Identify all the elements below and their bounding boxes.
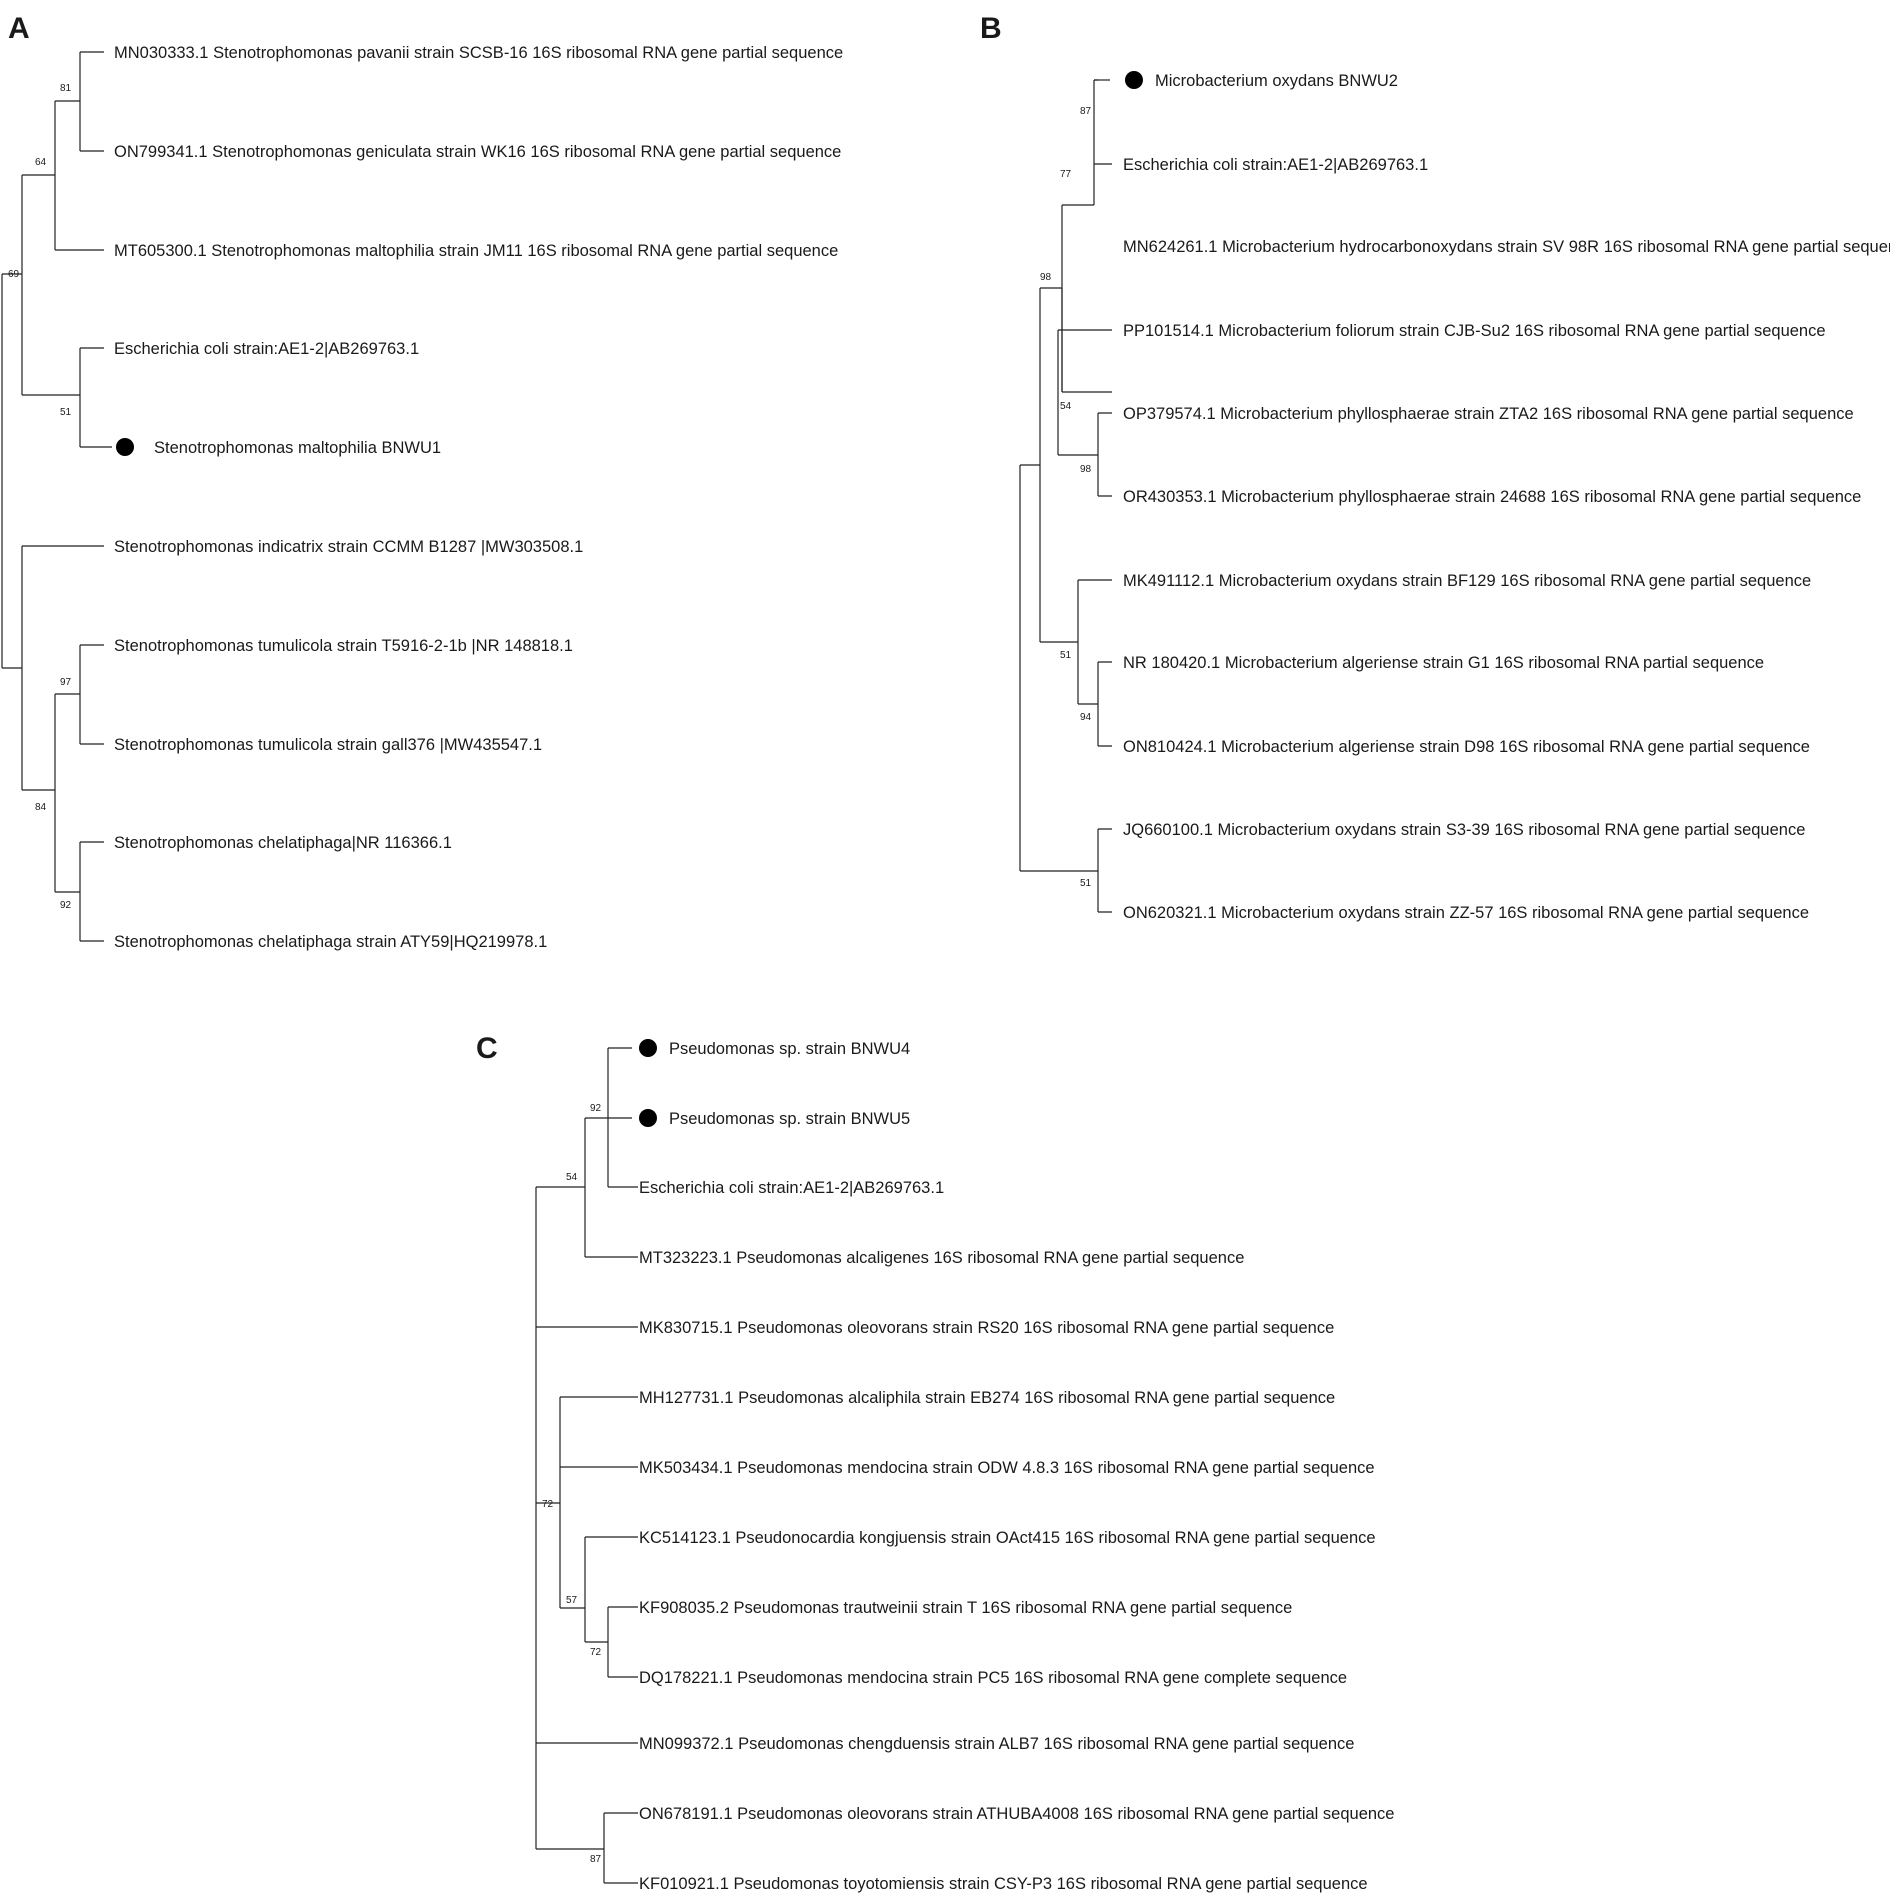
leaf-label-b-7: NR 180420.1 Microbacterium algeriense st… — [1123, 654, 1764, 672]
bootstrap-b-77: 77 — [1060, 169, 1072, 180]
bootstrap-b-51-bottom: 51 — [1080, 878, 1092, 889]
panel-label-b: B — [980, 12, 1002, 45]
leaf-label-c-10: MN099372.1 Pseudomonas chengduensis stra… — [639, 1735, 1354, 1753]
branch-c-92 — [607, 1047, 638, 1188]
bootstrap-b-94: 94 — [1080, 712, 1092, 723]
marker-c-bnwu4 — [639, 1039, 657, 1057]
leaf-label-b-8: ON810424.1 Microbacterium algeriense str… — [1123, 738, 1810, 756]
branch-c-root — [535, 1186, 638, 1850]
leaf-label-b-1: Escherichia coli strain:AE1-2|AB269763.1 — [1123, 156, 1428, 174]
branch-b-98 — [1039, 287, 1078, 643]
bootstrap-c-72-inner: 72 — [590, 1647, 602, 1658]
leaf-label-c-4: MK830715.1 Pseudomonas oleovorans strain… — [639, 1319, 1334, 1337]
bootstrap-b-87: 87 — [1080, 106, 1092, 117]
branch-c-87 — [603, 1812, 638, 1884]
panel-label-c: C — [476, 1032, 498, 1065]
leaf-label-c-3: MT323223.1 Pseudomonas alcaligenes 16S r… — [639, 1249, 1244, 1267]
tree-b-branches — [1019, 79, 1112, 913]
bootstrap-b-54: 54 — [1060, 401, 1072, 412]
leaf-label-a-2: MT605300.1 Stenotrophomonas maltophilia … — [114, 242, 838, 260]
branch-a-81 — [79, 51, 104, 152]
branch-b-54 — [1057, 329, 1112, 456]
leaf-label-b-2: MN624261.1 Microbacterium hydrocarbonoxy… — [1123, 238, 1890, 256]
leaf-label-a-4: Stenotrophomonas maltophilia BNWU1 — [154, 439, 441, 457]
leaf-label-a-8: Stenotrophomonas chelatiphaga|NR 116366.… — [114, 834, 452, 852]
leaf-label-b-3: PP101514.1 Microbacterium foliorum strai… — [1123, 322, 1826, 340]
branch-b-94 — [1097, 661, 1112, 747]
bootstrap-a-84: 84 — [35, 802, 47, 813]
tree-c-branches — [535, 1047, 638, 1884]
panel-b: B 87 77 98 54 98 — [980, 12, 1890, 922]
leaf-label-c-11: ON678191.1 Pseudomonas oleovorans strain… — [639, 1805, 1394, 1823]
bootstrap-c-92: 92 — [590, 1103, 602, 1114]
leaf-label-c-2: Escherichia coli strain:AE1-2|AB269763.1 — [639, 1179, 944, 1197]
leaf-label-a-0: MN030333.1 Stenotrophomonas pavanii stra… — [114, 44, 843, 62]
panel-a: A 81 64 69 51 97 84 92 — [1, 12, 843, 951]
bootstrap-c-57: 57 — [566, 1595, 578, 1606]
branch-b-77 — [1061, 204, 1112, 393]
branch-a-84 — [54, 693, 80, 893]
branch-a-64 — [54, 100, 104, 251]
branch-b-51 — [1077, 579, 1112, 705]
branch-c-72-inner — [607, 1606, 638, 1678]
branch-b-51-bottom — [1097, 828, 1112, 913]
marker-a-bnwu1 — [116, 438, 134, 456]
panel-label-a: A — [8, 12, 30, 45]
leaf-label-b-4: OP379574.1 Microbacterium phyllosphaerae… — [1123, 405, 1854, 423]
leaf-label-b-10: ON620321.1 Microbacterium oxydans strain… — [1123, 904, 1809, 922]
leaf-label-b-0: Microbacterium oxydans BNWU2 — [1155, 72, 1398, 90]
bootstrap-a-64: 64 — [35, 157, 47, 168]
tree-a-branches — [1, 51, 112, 942]
bootstrap-c-72: 72 — [542, 1499, 554, 1510]
branch-a-97 — [79, 644, 104, 745]
leaf-label-b-6: MK491112.1 Microbacterium oxydans strain… — [1123, 572, 1811, 590]
branch-a-69 — [21, 174, 80, 396]
bootstrap-a-51: 51 — [60, 407, 72, 418]
leaf-label-b-5: OR430353.1 Microbacterium phyllosphaerae… — [1123, 488, 1861, 506]
bootstrap-b-51: 51 — [1060, 650, 1072, 661]
leaf-label-a-1: ON799341.1 Stenotrophomonas geniculata s… — [114, 143, 841, 161]
bootstrap-c-54: 54 — [566, 1172, 578, 1183]
leaf-label-a-9: Stenotrophomonas chelatiphaga strain ATY… — [114, 933, 547, 951]
leaf-label-a-3: Escherichia coli strain:AE1-2|AB269763.1 — [114, 340, 419, 358]
leaf-label-c-1: Pseudomonas sp. strain BNWU5 — [669, 1110, 910, 1128]
leaf-label-c-7: KC514123.1 Pseudonocardia kongjuensis st… — [639, 1529, 1376, 1547]
leaf-label-a-7: Stenotrophomonas tumulicola strain gall3… — [114, 736, 542, 754]
leaf-label-c-9: DQ178221.1 Pseudomonas mendocina strain … — [639, 1669, 1347, 1687]
leaf-label-c-8: KF908035.2 Pseudomonas trautweinii strai… — [639, 1599, 1292, 1617]
leaf-label-c-6: MK503434.1 Pseudomonas mendocina strain … — [639, 1459, 1375, 1477]
bootstrap-a-97: 97 — [60, 677, 72, 688]
bootstrap-b-98-inner: 98 — [1080, 464, 1092, 475]
leaf-label-a-6: Stenotrophomonas tumulicola strain T5916… — [114, 637, 573, 655]
leaf-label-c-12: KF010921.1 Pseudomonas toyotomiensis str… — [639, 1875, 1368, 1893]
marker-b-bnwu2 — [1125, 71, 1143, 89]
marker-c-bnwu5 — [639, 1109, 657, 1127]
branch-a-lower — [21, 545, 104, 791]
branch-a-51 — [79, 347, 112, 448]
branch-c-72 — [559, 1396, 638, 1609]
branch-c-54 — [584, 1117, 638, 1258]
bootstrap-a-92: 92 — [60, 900, 72, 911]
leaf-label-a-5: Stenotrophomonas indicatrix strain CCMM … — [114, 538, 583, 556]
branch-a-92 — [79, 841, 104, 942]
branch-a-root — [1, 273, 22, 669]
branch-b-root — [1019, 464, 1080, 872]
bootstrap-b-98: 98 — [1040, 272, 1052, 283]
leaf-label-c-5: MH127731.1 Pseudomonas alcaliphila strai… — [639, 1389, 1335, 1407]
branch-b-87 — [1093, 79, 1112, 205]
leaf-label-b-9: JQ660100.1 Microbacterium oxydans strain… — [1123, 821, 1805, 839]
branch-c-57 — [584, 1536, 638, 1643]
bootstrap-c-87: 87 — [590, 1854, 602, 1865]
leaf-label-c-0: Pseudomonas sp. strain BNWU4 — [669, 1040, 910, 1058]
branch-b-98-inner — [1097, 412, 1112, 497]
bootstrap-a-81: 81 — [60, 83, 72, 94]
panel-c: C 92 54 72 57 72 87 Pseudomonas sp. stra… — [476, 1032, 1394, 1893]
bootstrap-a-69: 69 — [8, 269, 20, 280]
